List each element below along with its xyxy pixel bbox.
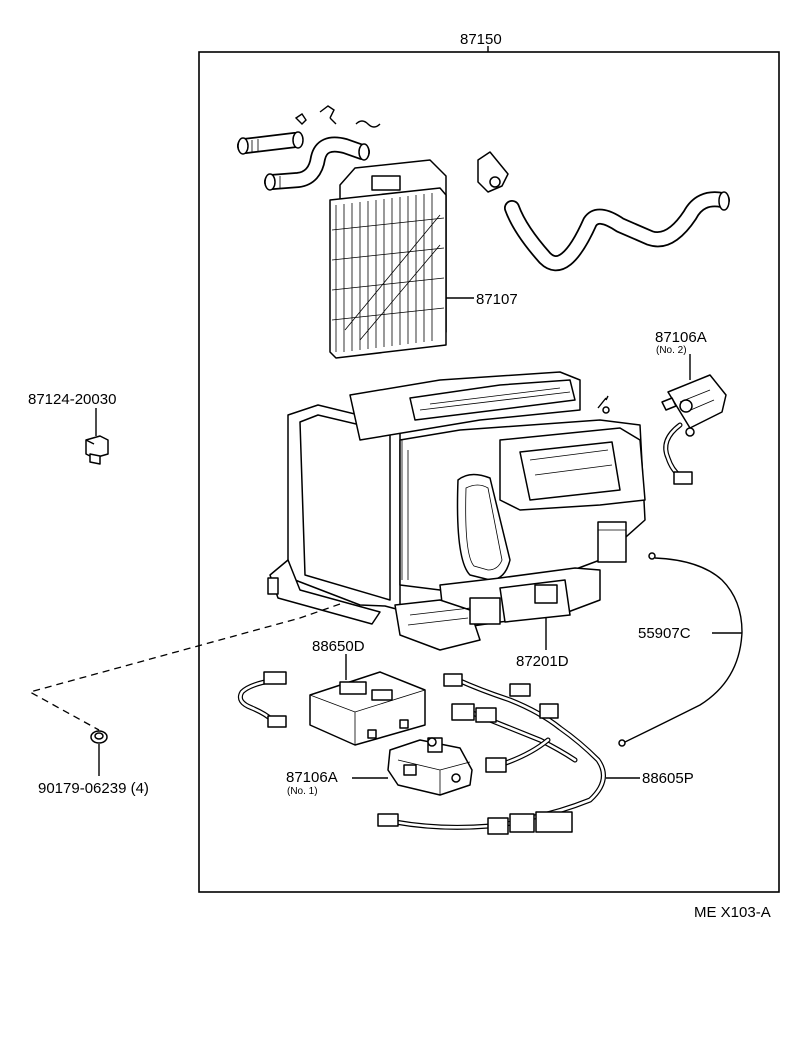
label-control-cable: 55907C	[638, 625, 691, 642]
label-servo-motor-no2: 87106A	[655, 329, 707, 346]
label-nut: 90179-06239 (4)	[38, 780, 149, 797]
wire-harness	[377, 673, 606, 835]
label-servo-motor-no1: 87106A	[286, 769, 338, 786]
label-heater-core: 87107	[476, 291, 518, 308]
nut	[90, 730, 108, 744]
heater-hoses-upper	[237, 105, 381, 191]
heater-unit-case	[267, 371, 646, 651]
servo-motor-no1	[387, 737, 473, 796]
label-servo-motor-no1-sub: (No. 1)	[287, 786, 318, 797]
clip-part	[85, 435, 109, 465]
figure-code: ME X103-A	[694, 904, 771, 921]
label-clip: 87124-20030	[28, 391, 116, 408]
label-blower-case: 87201D	[516, 653, 569, 670]
label-wire-harness: 88605P	[642, 770, 694, 787]
heater-core	[329, 159, 447, 359]
assembly-frame	[198, 51, 780, 893]
control-cable	[618, 552, 743, 747]
servo-motor-no2	[661, 374, 727, 485]
label-assembly: 87150	[460, 31, 502, 48]
label-amplifier: 88650D	[312, 638, 365, 655]
nut-location-dash	[28, 603, 341, 731]
amplifier	[237, 671, 426, 746]
label-servo-motor-no2-sub: (No. 2)	[656, 345, 687, 356]
heater-hose-right	[477, 151, 730, 272]
